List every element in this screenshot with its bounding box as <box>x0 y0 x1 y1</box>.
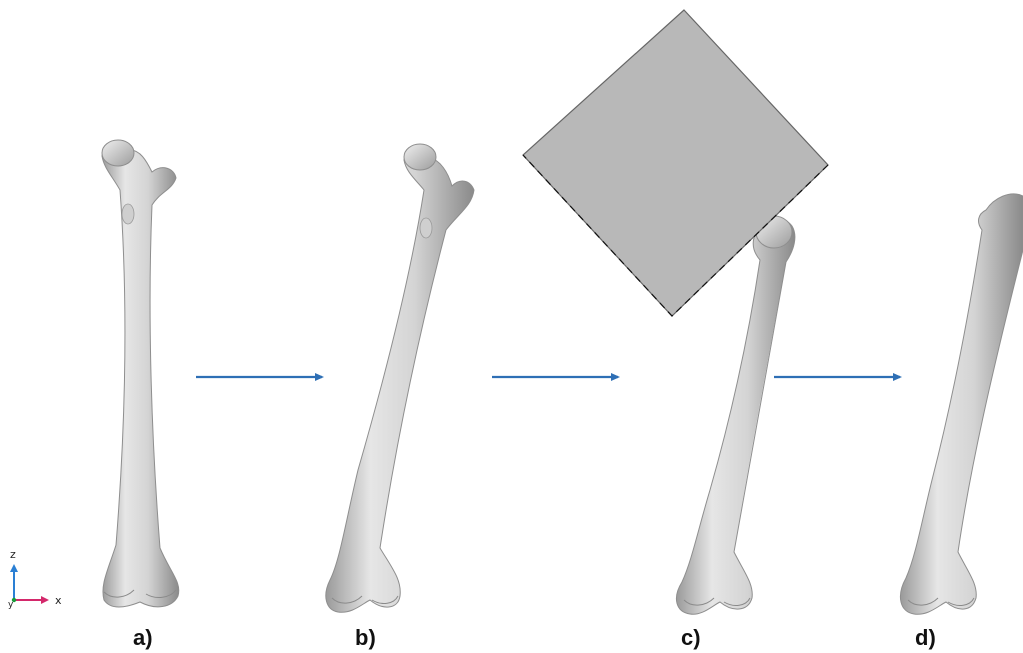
panel-label-c: c) <box>681 625 701 650</box>
panel-label-d: d) <box>915 625 936 650</box>
axis-triad: z x y <box>8 548 62 610</box>
femur-b <box>326 144 474 612</box>
panel-label-b: b) <box>355 625 376 650</box>
panel-label-a: a) <box>133 625 153 650</box>
y-axis-label: y <box>8 600 14 610</box>
x-axis-label: x <box>55 594 62 607</box>
femur-a <box>102 140 179 607</box>
z-axis-label: z <box>10 548 16 561</box>
femur-d <box>900 194 1023 614</box>
